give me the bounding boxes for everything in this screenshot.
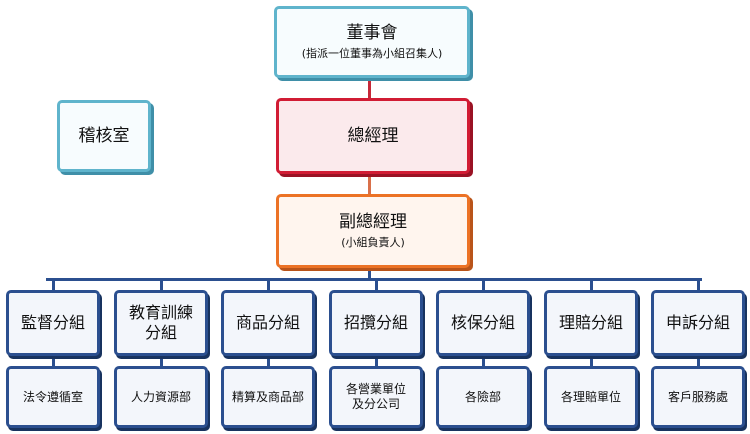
dept-label: 精算及商品部 xyxy=(231,389,304,404)
group-node: 申訴分組 xyxy=(651,290,745,356)
vgm-note: (小組負責人) xyxy=(341,236,405,249)
group-node: 教育訓練 分組 xyxy=(114,290,208,356)
dept-label: 人力資源部 xyxy=(130,389,191,404)
dept-label: 法令遵循室 xyxy=(22,389,83,404)
board-note: (指派一位董事為小組召集人) xyxy=(301,47,443,60)
board-title: 董事會 xyxy=(346,23,398,43)
group-node: 理賠分組 xyxy=(544,290,638,356)
connector-bus xyxy=(46,278,702,281)
dept-label: 各營業單位 及分公司 xyxy=(345,382,406,411)
connector-group-dept xyxy=(482,354,485,368)
connector-group-dept xyxy=(160,354,163,368)
vgm-node: 副總經理 (小組負責人) xyxy=(276,194,470,268)
group-label: 監督分組 xyxy=(20,313,85,332)
dept-node: 法令遵循室 xyxy=(6,366,100,428)
dept-node: 各險部 xyxy=(436,366,530,428)
group-label: 核保分組 xyxy=(450,313,515,332)
dept-label: 各理賠單位 xyxy=(560,389,621,404)
group-node: 監督分組 xyxy=(6,290,100,356)
connector-group-dept xyxy=(590,354,593,368)
vgm-title: 副總經理 xyxy=(339,212,407,232)
connector-gm-vgm xyxy=(368,172,371,194)
connector-bus-group xyxy=(590,278,593,292)
group-node: 招攬分組 xyxy=(329,290,423,356)
group-node: 核保分組 xyxy=(436,290,530,356)
connector-bus-group xyxy=(697,278,700,292)
group-label: 申訴分組 xyxy=(665,313,730,332)
dept-label: 各險部 xyxy=(464,389,501,404)
connector-bus-group xyxy=(267,278,270,292)
gm-node: 總經理 xyxy=(276,98,470,174)
connector-vgm-bus xyxy=(368,266,371,280)
audit-node: 稽核室 xyxy=(57,100,151,172)
dept-node: 人力資源部 xyxy=(114,366,208,428)
connector-group-dept xyxy=(697,354,700,368)
dept-label: 客戶服務處 xyxy=(667,389,728,404)
board-node: 董事會 (指派一位董事為小組召集人) xyxy=(274,6,470,78)
connector-group-dept xyxy=(375,354,378,368)
group-label: 招攬分組 xyxy=(343,313,408,332)
connector-bus-group xyxy=(375,278,378,292)
audit-title: 稽核室 xyxy=(78,126,130,146)
group-label: 教育訓練 分組 xyxy=(128,303,193,342)
dept-node: 客戶服務處 xyxy=(651,366,745,428)
group-label: 理賠分組 xyxy=(558,313,623,332)
connector-bus-group xyxy=(52,278,55,292)
gm-title: 總經理 xyxy=(347,126,399,146)
group-node: 商品分組 xyxy=(221,290,315,356)
group-label: 商品分組 xyxy=(235,313,300,332)
connector-group-dept xyxy=(267,354,270,368)
connector-board-gm xyxy=(368,76,371,98)
connector-group-dept xyxy=(52,354,55,368)
connector-bus-group xyxy=(160,278,163,292)
dept-node: 精算及商品部 xyxy=(221,366,315,428)
dept-node: 各營業單位 及分公司 xyxy=(329,366,423,428)
dept-node: 各理賠單位 xyxy=(544,366,638,428)
connector-bus-group xyxy=(482,278,485,292)
